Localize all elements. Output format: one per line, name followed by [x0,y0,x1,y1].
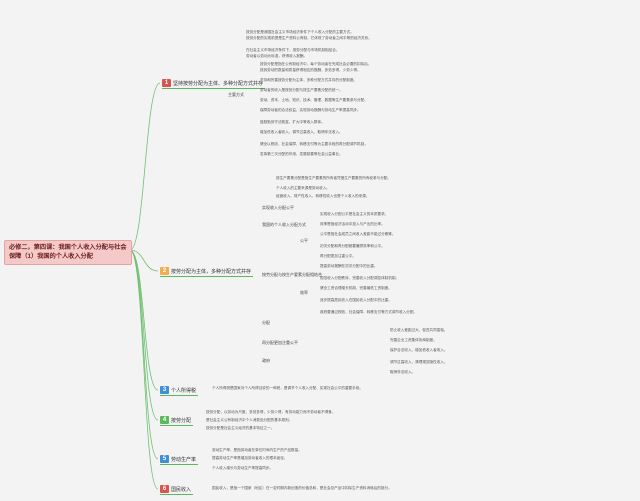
b2-leaf-7[interactable]: 再分配更加注重公平。 [320,254,356,258]
connector-branch-5 [129,249,159,460]
b2-leaf-0[interactable]: 按生产要素分配是指生产要素的所有者凭借生产要素的所有权参与分配。 [276,176,391,180]
b2-redistribution[interactable]: 再分配更加注重公平 [262,340,298,345]
b1-leaf-13[interactable]: 发挥第三次分配的作用，发展慈善等社会公益事业。 [260,152,343,156]
b4-leaf-0[interactable]: 按劳分配，以劳动为尺度，多劳多得，少劳少得，有劳动能力而不劳动者不得食。 [206,410,336,414]
b2-distribution-methods[interactable]: 我国的个人收入分配方式 [262,222,306,227]
b2-leaf-12[interactable]: 政府要通过税收、社会保障、转移支付等方式调节收入分配。 [320,310,418,314]
b2-leaf-16[interactable]: 调节过高收入，清理规范隐性收入。 [390,360,448,364]
b2-leaf-15[interactable]: 保护合法收入，增加低收入者收入。 [390,348,448,352]
b2-leaf-10[interactable]: 健全工资合理增长机制，完善最低工资制度。 [320,286,392,290]
b2-government[interactable]: 政府 [262,358,270,363]
b1-leaf-5[interactable]: 按其劳动的数量和质量获得相应的报酬，多劳多得，少劳少得。 [260,68,361,72]
branch-3-label: 个人所得税 [171,387,197,394]
b2-leaf-13[interactable]: 防止收入差距过大，促进共同富裕。 [390,328,448,332]
branch-1-number: 1 [162,79,171,87]
connector-branch-1 [129,82,161,251]
branch-3-number: 3 [160,386,169,394]
b2-leaf-11[interactable]: 逐步提高居民收入在国民收入分配中的比重。 [320,298,392,302]
b4-leaf-1[interactable]: 是社会主义公有制经济中个人消费品分配的基本原则。 [206,418,293,422]
b4-leaf-2[interactable]: 按劳分配是社会主义经济的基本特征之一。 [206,426,275,430]
b1-leaf-3[interactable]: 劳动者以劳动为标准，获得收入报酬。 [246,54,308,58]
b5-leaf-0[interactable]: 劳动生产率，是指劳动者在单位时间内生产的产品数量。 [212,448,302,452]
branch-2[interactable]: 2 按劳分配为主体，多种分配方式并存 [160,267,254,277]
b5-leaf-2[interactable]: 个人收入增长与劳动生产率提高同步。 [212,466,274,470]
b5-leaf-1[interactable]: 提高劳动生产率是增加劳动者收入的根本途径。 [212,456,288,460]
b1-main[interactable]: 主要方式 [228,92,244,97]
b2-leaf-1[interactable]: 个人收入的主要来源是劳动收入。 [276,186,330,190]
b3-leaf-0[interactable]: 个人所得税是国家对个人所得征收的一种税，是调节个人收入分配、实现社会公平的重要手… [212,386,363,390]
b2-leaf-8[interactable]: 提高劳动报酬在初次分配中的比重。 [320,264,378,268]
root-topic[interactable]: 必修二，第四课：我国个人收入分配与社会保障（1）我国的个人收入分配 [4,240,132,265]
branch-4-label: 按劳分配 [171,417,192,424]
branch-2-label: 按劳分配为主体，多种分配方式并存 [171,268,252,275]
b2-combination[interactable]: 按劳分配与按生产要素分配相结合 [262,272,322,277]
branch-1-label: 坚持按劳分配为主体、多种分配方式并存 [173,80,264,87]
b1-leaf-7[interactable]: 劳动者的收入是按劳分配与按生产要素分配的统一。 [260,88,343,92]
b1-leaf-9[interactable]: 保障劳动者的合法权益，实现劳动报酬与劳动生产率提高同步。 [260,108,361,112]
connector-branch-4 [129,249,159,421]
branch-5-label: 劳动生产率 [171,456,197,463]
b6-leaf-0[interactable]: 国民收入，是指一个国家（地区）在一定时期内新创造的价值总和，是社会总产品中扣除生… [212,486,392,490]
b2-leaf-17[interactable]: 取缔非法收入。 [390,370,416,374]
b2-leaf-5[interactable]: 公平是指社会成员之间收入差距不能过分悬殊。 [320,232,396,236]
b1-leaf-4[interactable]: 按劳分配是指在公有制经济中，每个劳动者在完成社会必要的扣除后， [260,62,372,66]
connector-branch-2 [129,249,159,272]
branch-6[interactable]: 6 国民收入 [160,485,194,495]
b1-leaf-6[interactable]: 坚持和完善按劳分配为主体，多种分配方式并存的分配制度。 [260,78,358,82]
b2-leaf-2[interactable]: 经营收入、财产性收入、转移性收入也是个人收入的来源。 [276,194,370,198]
branch-3[interactable]: 3 个人所得税 [160,386,199,396]
b2-leaf-14[interactable]: 完善企业工资集体协商制度。 [390,338,437,342]
b1-leaf-2[interactable]: 在社会主义市场经济条件下，按劳分配与市场机制相结合。 [246,48,340,52]
b1-leaf-8[interactable]: 劳动、资本、土地、知识、技术、管理、数据等生产要素参与分配。 [260,98,368,102]
branch-5-number: 5 [160,455,169,463]
branch-4-number: 4 [160,416,169,424]
b2-leaf-4[interactable]: 效率是指经济活动中投入与产出的比率。 [320,222,385,226]
b2-leaf-6[interactable]: 初次分配和再分配都要兼顾效率和公平。 [320,244,385,248]
b2-fairness[interactable]: 实现收入分配公平 [262,205,294,210]
branch-1[interactable]: 1 坚持按劳分配为主体、多种分配方式并存 [162,79,266,89]
branch-6-number: 6 [160,485,169,493]
branch-6-label: 国民收入 [171,486,192,493]
b2-leaf-3[interactable]: 实现收入分配公平是社会主义的本质要求。 [320,212,389,216]
connector-branch-6 [129,249,159,490]
b1-leaf-12[interactable]: 健全以税收、社会保障、转移支付等为主要手段的再分配调节机制。 [260,142,368,146]
b2-fair[interactable]: 公平 [300,238,308,243]
b2-efficiency[interactable]: 效率 [300,290,308,295]
branch-2-number: 2 [160,267,169,275]
branch-5[interactable]: 5 劳动生产率 [160,455,199,465]
b2-leaf-9[interactable]: 规范收入分配秩序，完善收入分配调控体制机制。 [320,276,400,280]
b2-distribution[interactable]: 分配 [262,320,270,325]
b1-leaf-10[interactable]: 鼓励勤劳守法致富，扩大中等收入群体。 [260,120,325,124]
branch-4[interactable]: 4 按劳分配 [160,416,194,426]
b1-leaf-1[interactable]: 按劳分配的实现前提是生产资料公有制，它体现了劳动者之间平等的经济关系。 [246,36,372,40]
b1-leaf-11[interactable]: 增加低收入者收入，调节过高收入，取缔非法收入。 [260,130,343,134]
b1-leaf-0[interactable]: 按劳分配是我国社会主义市场经济条件下个人收入分配的主要方式。 [246,30,354,34]
